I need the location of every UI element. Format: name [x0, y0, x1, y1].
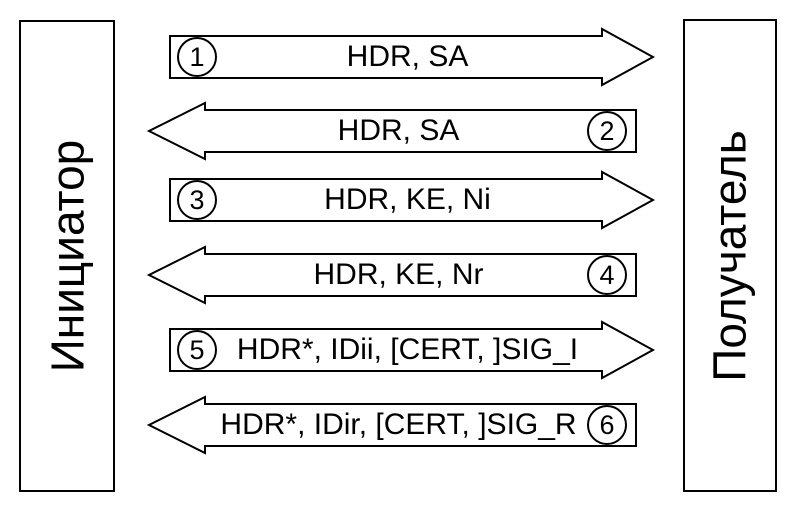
step-number-badge: 1 — [177, 37, 217, 77]
step-number-badge: 3 — [177, 180, 217, 220]
left-arrow-icon — [146, 245, 637, 305]
step-number-badge: 2 — [587, 111, 627, 151]
left-arrow-icon — [146, 395, 637, 455]
message-label: HDR, KE, Ni — [324, 183, 491, 216]
message-row-2: 2 HDR, SA — [146, 101, 637, 161]
actor-receiver-label: Получатель — [704, 129, 756, 382]
message-row-5: 5 HDR*, IDii, [CERT, ]SIG_I — [169, 320, 656, 380]
step-number-badge: 4 — [587, 255, 627, 295]
message-label: HDR, SA — [337, 114, 460, 147]
message-label: HDR*, IDii, [CERT, ]SIG_I — [236, 333, 579, 366]
message-row-6: 6 HDR*, IDir, [CERT, ]SIG_R — [146, 395, 637, 455]
step-number-badge: 5 — [177, 330, 217, 370]
actor-receiver-box: Получатель — [683, 19, 777, 492]
message-row-3: 3 HDR, KE, Ni — [169, 170, 656, 230]
message-row-1: 1 HDR, SA — [169, 27, 656, 87]
right-arrow-icon — [169, 27, 656, 87]
message-label: HDR, SA — [346, 40, 469, 73]
left-arrow-icon — [146, 101, 637, 161]
right-arrow-icon — [169, 320, 656, 380]
message-label: HDR*, IDir, [CERT, ]SIG_R — [220, 408, 577, 441]
actor-initiator-box: Инициатор — [19, 20, 115, 492]
message-row-4: 4 HDR, KE, Nr — [146, 245, 637, 305]
step-number-badge: 6 — [587, 405, 627, 445]
right-arrow-icon — [169, 170, 656, 230]
message-label: HDR, KE, Nr — [313, 258, 484, 291]
actor-initiator-label: Инициатор — [41, 139, 93, 373]
